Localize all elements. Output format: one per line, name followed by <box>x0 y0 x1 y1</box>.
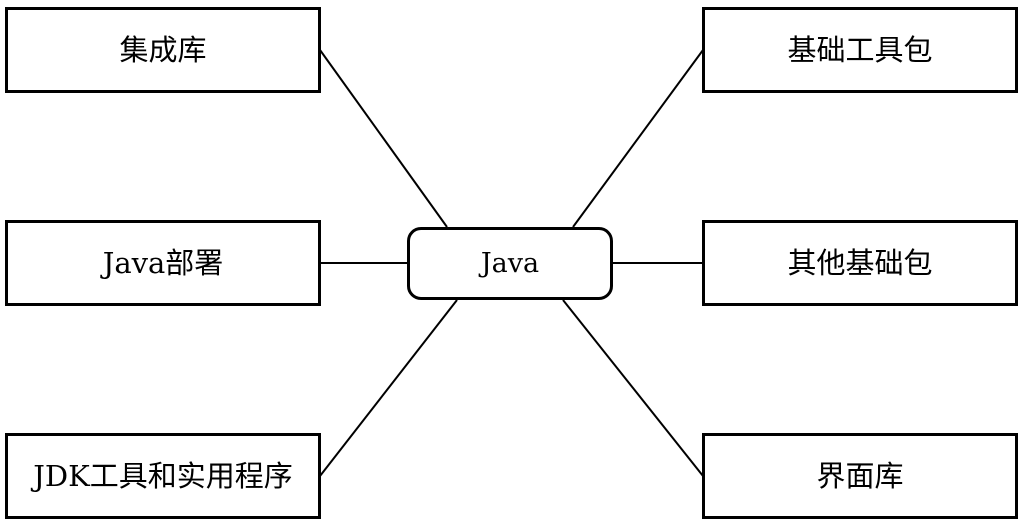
connector-base-toolkit <box>572 49 704 228</box>
node-integration-library: 集成库 <box>5 7 321 93</box>
node-label: 集成库 <box>119 32 207 67</box>
node-other-base-packages: 其他基础包 <box>702 220 1018 306</box>
node-label: 基础工具包 <box>787 32 933 67</box>
node-label: 界面库 <box>816 458 904 493</box>
node-ui-library: 界面库 <box>702 433 1018 519</box>
node-label: JDK工具和实用程序 <box>33 458 293 493</box>
node-label: Java部署 <box>102 245 224 280</box>
center-label: Java <box>480 248 540 279</box>
node-java-center: Java <box>407 227 613 300</box>
connector-integration-library <box>319 49 448 228</box>
node-jdk-tools-utilities: JDK工具和实用程序 <box>5 433 321 519</box>
node-java-deployment: Java部署 <box>5 220 321 306</box>
connector-ui-library <box>562 299 704 477</box>
connector-jdk-tools <box>319 299 458 477</box>
node-label: 其他基础包 <box>787 245 933 280</box>
node-base-toolkit: 基础工具包 <box>702 7 1018 93</box>
